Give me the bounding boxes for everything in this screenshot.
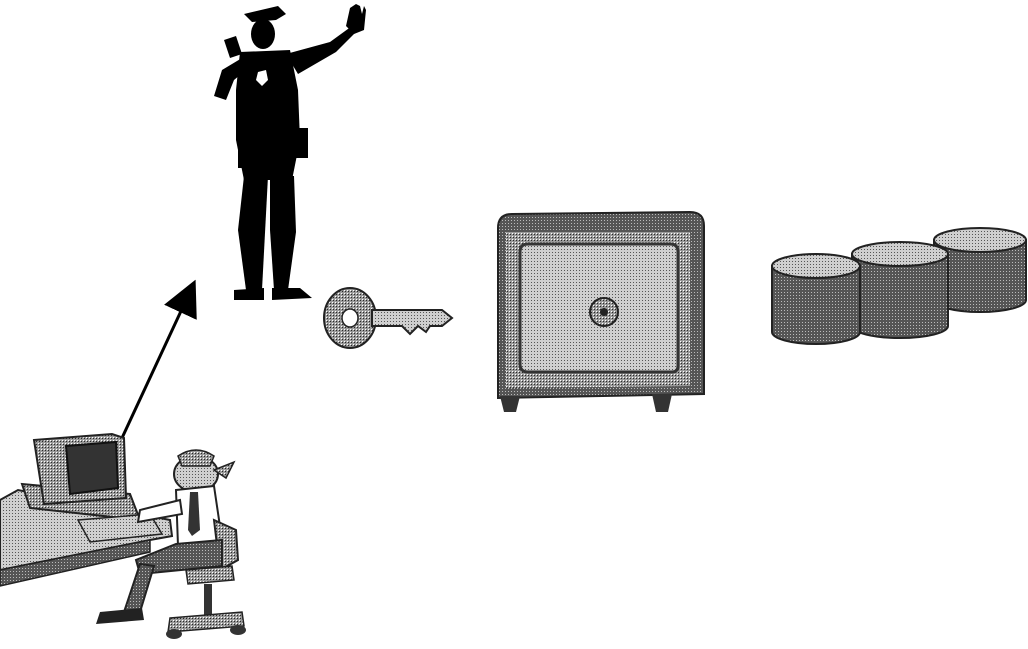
database-icon bbox=[772, 228, 1026, 344]
user-at-workstation-icon bbox=[0, 434, 246, 639]
database-cylinder bbox=[772, 254, 860, 344]
safe-icon bbox=[498, 212, 704, 412]
police-officer-stop-icon bbox=[214, 4, 366, 300]
key-icon bbox=[324, 288, 452, 348]
database-cylinder bbox=[852, 242, 948, 338]
arrow-icon bbox=[122, 296, 188, 438]
